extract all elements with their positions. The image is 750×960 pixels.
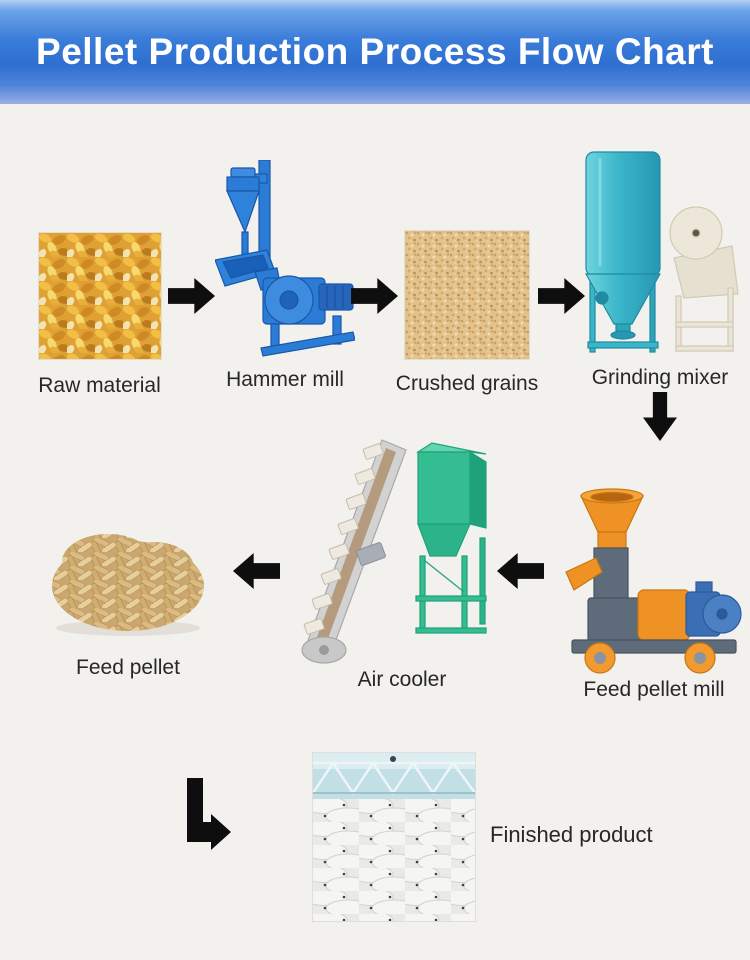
step-label-raw-material: Raw material: [38, 374, 161, 397]
step-label-air-cooler: Air cooler: [357, 668, 447, 691]
page-title: Pellet Production Process Flow Chart: [36, 31, 714, 72]
arrow-right-icon: [538, 278, 585, 314]
arrow-left-icon: [497, 553, 544, 589]
feed-pellet-mill-illustration: [564, 486, 744, 676]
step-label-feed-pellet: Feed pellet: [76, 656, 180, 679]
arrow-right-icon: [351, 278, 398, 314]
step-label-grinding-mixer: Grinding mixer: [591, 366, 729, 389]
step-hammer-mill: Hammer mill: [212, 160, 358, 392]
header-banner: Pellet Production Process Flow Chart: [0, 0, 750, 104]
step-label-hammer-mill: Hammer mill: [226, 368, 344, 391]
step-air-cooler: Air cooler: [300, 428, 504, 692]
crushed-grains-photo: [404, 230, 530, 360]
step-feed-pellet-mill: Feed pellet mill: [562, 486, 746, 702]
arrow-elbow-down-right-icon: [183, 776, 233, 858]
feed-pellet-photo: [44, 524, 212, 640]
arrow-right-icon: [168, 278, 215, 314]
raw-material-photo: [37, 232, 162, 360]
step-crushed-grains: Crushed grains: [396, 230, 538, 396]
hammer-mill-illustration: [215, 160, 355, 360]
finished-product-photo: [312, 752, 476, 922]
step-feed-pellet: Feed pellet: [44, 524, 212, 680]
step-label-feed-pellet-mill: Feed pellet mill: [583, 678, 725, 701]
step-grinding-mixer: Grinding mixer: [580, 146, 740, 390]
grinding-mixer-illustration: [580, 146, 740, 358]
arrow-left-icon: [233, 553, 280, 589]
arrow-down-icon: [643, 392, 677, 441]
step-label-crushed-grains: Crushed grains: [395, 372, 539, 395]
air-cooler-illustration: [300, 428, 504, 664]
step-raw-material: Raw material: [37, 232, 162, 398]
step-label-finished-product: Finished product: [490, 822, 653, 847]
